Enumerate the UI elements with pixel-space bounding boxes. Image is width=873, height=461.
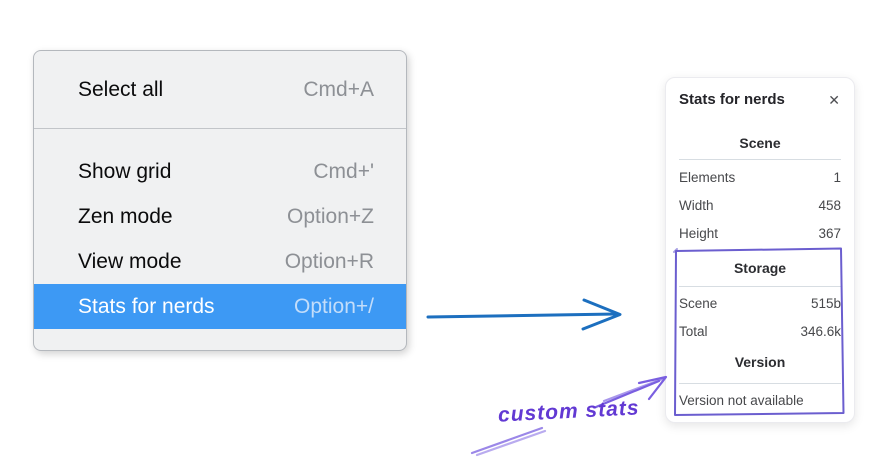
menu-item-zen-mode[interactable]: Zen mode Option+Z [34,194,406,239]
context-menu: Select all Cmd+A Show grid Cmd+' Zen mod… [33,50,407,351]
menu-item-shortcut: Cmd+A [303,77,374,101]
stat-row-total-size: Total 346.6k [679,318,841,346]
stats-panel-header: Stats for nerds ✕ [679,90,841,110]
stat-value: 515b [810,296,841,311]
menu-item-label: Stats for nerds [78,294,215,318]
custom-stats-annotation-label: custom stats [497,396,641,427]
menu-item-label: Select all [78,77,164,101]
storage-section-heading: Storage [733,260,787,276]
menu-item-label: Show grid [78,159,172,183]
stat-row-scene-size: Scene 515b [679,290,841,318]
scene-section-rows: Elements 1 Width 458 Height 367 [679,164,841,248]
menu-section-bottom: Show grid Cmd+' Zen mode Option+Z View m… [34,129,406,350]
menu-item-shortcut: Option+R [284,249,374,273]
section-divider [679,286,841,287]
section-divider [679,383,841,384]
menu-item-stats-for-nerds[interactable]: Stats for nerds Option+/ [34,284,406,329]
stat-row-height: Height 367 [679,220,841,248]
section-divider [679,159,841,160]
stat-label: Scene [679,296,718,311]
stat-label: Width [679,198,714,213]
stat-value: 346.6k [800,324,841,339]
stat-row-elements: Elements 1 [679,164,841,192]
stat-label: Total [679,324,708,339]
menu-section-top: Select all Cmd+A [34,51,406,128]
scene-section-heading: Scene [739,135,781,151]
version-section-heading: Version [734,354,786,370]
menu-divider [34,128,406,129]
menu-item-shortcut: Cmd+' [313,159,374,183]
stat-label: Height [679,226,719,241]
custom-stats-arrow-tail [470,426,547,457]
menu-item-label: Zen mode [78,204,173,228]
version-note: Version not available [679,393,804,408]
menu-item-shortcut: Option+Z [287,204,374,228]
stat-label: Elements [679,170,736,185]
menu-item-label: View mode [78,249,182,273]
storage-section-rows: Scene 515b Total 346.6k [679,290,841,346]
close-icon[interactable]: ✕ [828,92,840,108]
stat-value: 367 [818,226,841,241]
stat-row-width: Width 458 [679,192,841,220]
stat-value: 458 [818,198,841,213]
stats-panel: Stats for nerds ✕ Scene Elements 1 Width… [665,77,855,423]
flow-arrow [426,298,622,331]
menu-item-show-grid[interactable]: Show grid Cmd+' [34,149,406,194]
stats-panel-title: Stats for nerds [679,91,785,108]
menu-item-select-all[interactable]: Select all Cmd+A [34,67,406,112]
menu-item-shortcut: Option+/ [294,294,374,318]
stat-value: 1 [833,170,841,185]
menu-item-view-mode[interactable]: View mode Option+R [34,239,406,284]
